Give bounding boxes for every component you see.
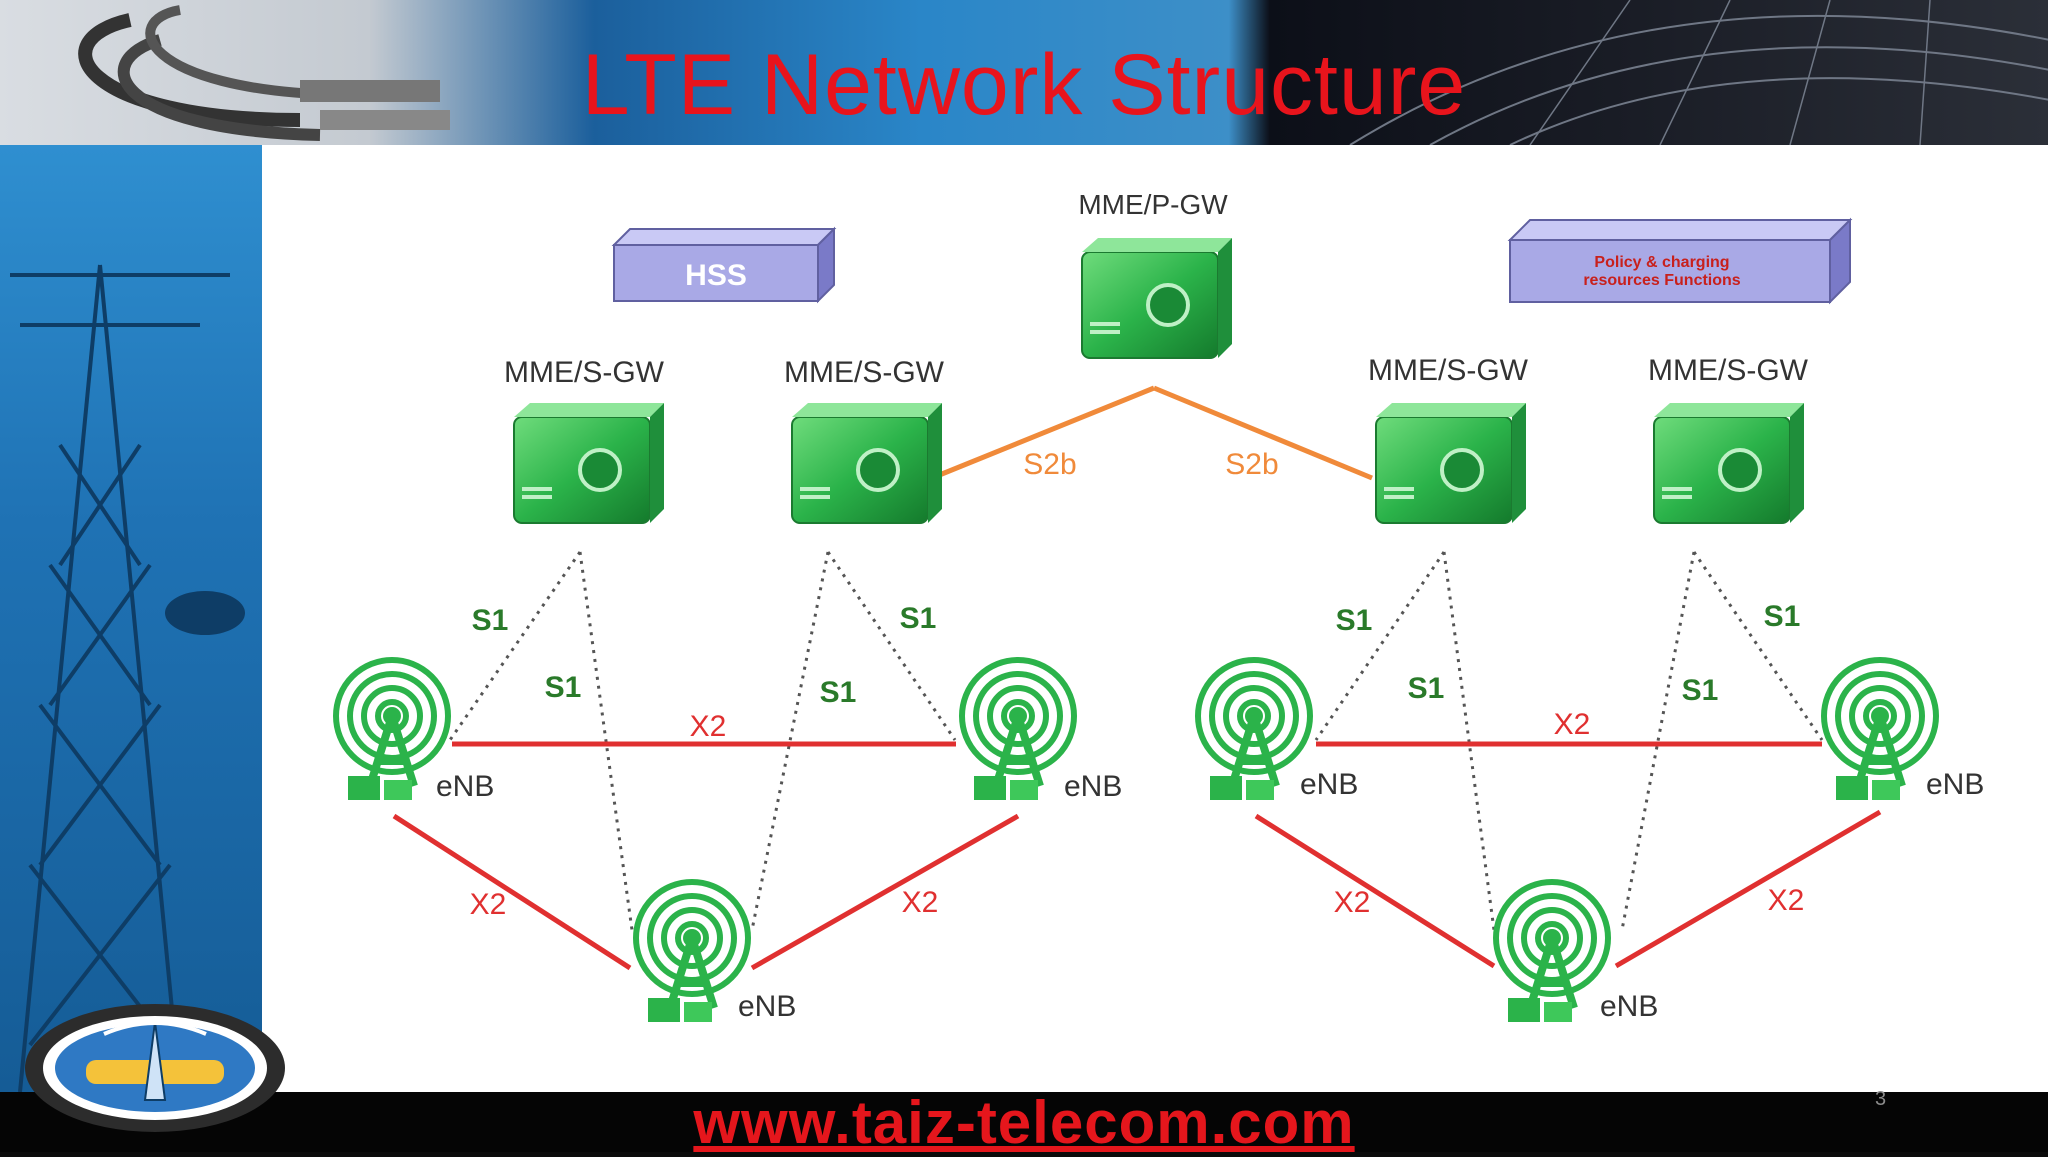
footer-url[interactable]: www.taiz-telecom.com <box>693 1089 1355 1156</box>
header-banner <box>0 0 2048 145</box>
mme-sgw-server-icon-1 <box>512 401 666 525</box>
mme-pgw-server-icon <box>1080 236 1234 360</box>
s2b-links <box>931 385 1373 481</box>
hss-label: HSS <box>685 259 747 292</box>
enb-label-2: eNB <box>1064 770 1122 803</box>
s2b-label-right: S2b <box>1225 448 1278 481</box>
s1-label-8: S1 <box>1764 600 1801 633</box>
company-logo <box>25 1004 285 1132</box>
enb-label-4: eNB <box>1300 768 1358 801</box>
s1-label-3: S1 <box>820 676 857 709</box>
mme-sgw-server-icon-3 <box>1374 401 1528 525</box>
hss-box: HSS <box>611 226 837 304</box>
enb-tower-icon-5 <box>1824 660 1936 800</box>
s1-label-2: S1 <box>545 671 582 704</box>
policy-label-line2: resources Functions <box>1583 272 1740 289</box>
s1-links <box>448 551 1824 931</box>
x2-label-1: X2 <box>690 710 727 743</box>
mme-sgw-server-icon-2 <box>790 401 944 525</box>
policy-charging-box: Policy & charging resources Functions <box>1507 217 1853 305</box>
x2-label-5: X2 <box>1334 886 1371 919</box>
enb-tower-icon-4 <box>1198 660 1310 800</box>
tower-side-panel <box>0 145 262 1092</box>
enb-label-1: eNB <box>436 770 494 803</box>
s2b-label-left: S2b <box>1023 448 1076 481</box>
footer-bar <box>0 1092 2048 1152</box>
dome-grid-image <box>1349 0 2048 145</box>
s1-label-7: S1 <box>1682 674 1719 707</box>
gateway-label-1: MME/S-GW <box>504 356 665 389</box>
enb-tower-icon-2 <box>962 660 1074 800</box>
x2-label-4: X2 <box>1554 708 1591 741</box>
x2-links <box>392 741 1882 971</box>
top-node-label: MME/P-GW <box>1078 189 1228 220</box>
gateway-label-2: MME/S-GW <box>784 356 945 389</box>
page-number: 3 <box>1875 1088 1887 1110</box>
s1-label-4: S1 <box>900 602 937 635</box>
cables-image <box>78 5 450 141</box>
enb-tower-icon-1 <box>336 660 448 800</box>
gateway-label-4: MME/S-GW <box>1648 354 1809 387</box>
policy-label-line1: Policy & charging <box>1594 254 1729 271</box>
gateway-label-3: MME/S-GW <box>1368 354 1529 387</box>
s1-label-1: S1 <box>472 604 509 637</box>
x2-label-2: X2 <box>470 888 507 921</box>
s1-label-5: S1 <box>1336 604 1373 637</box>
enb-label-6: eNB <box>1600 990 1658 1023</box>
s1-label-6: S1 <box>1408 672 1445 705</box>
enb-tower-icon-3 <box>636 882 748 1022</box>
x2-label-3: X2 <box>902 886 939 919</box>
enb-label-5: eNB <box>1926 768 1984 801</box>
x2-label-6: X2 <box>1768 884 1805 917</box>
enb-label-3: eNB <box>738 990 796 1023</box>
slide-title: LTE Network Structure <box>581 37 1467 133</box>
enb-tower-icon-6 <box>1496 882 1608 1022</box>
mme-sgw-server-icon-4 <box>1652 401 1806 525</box>
